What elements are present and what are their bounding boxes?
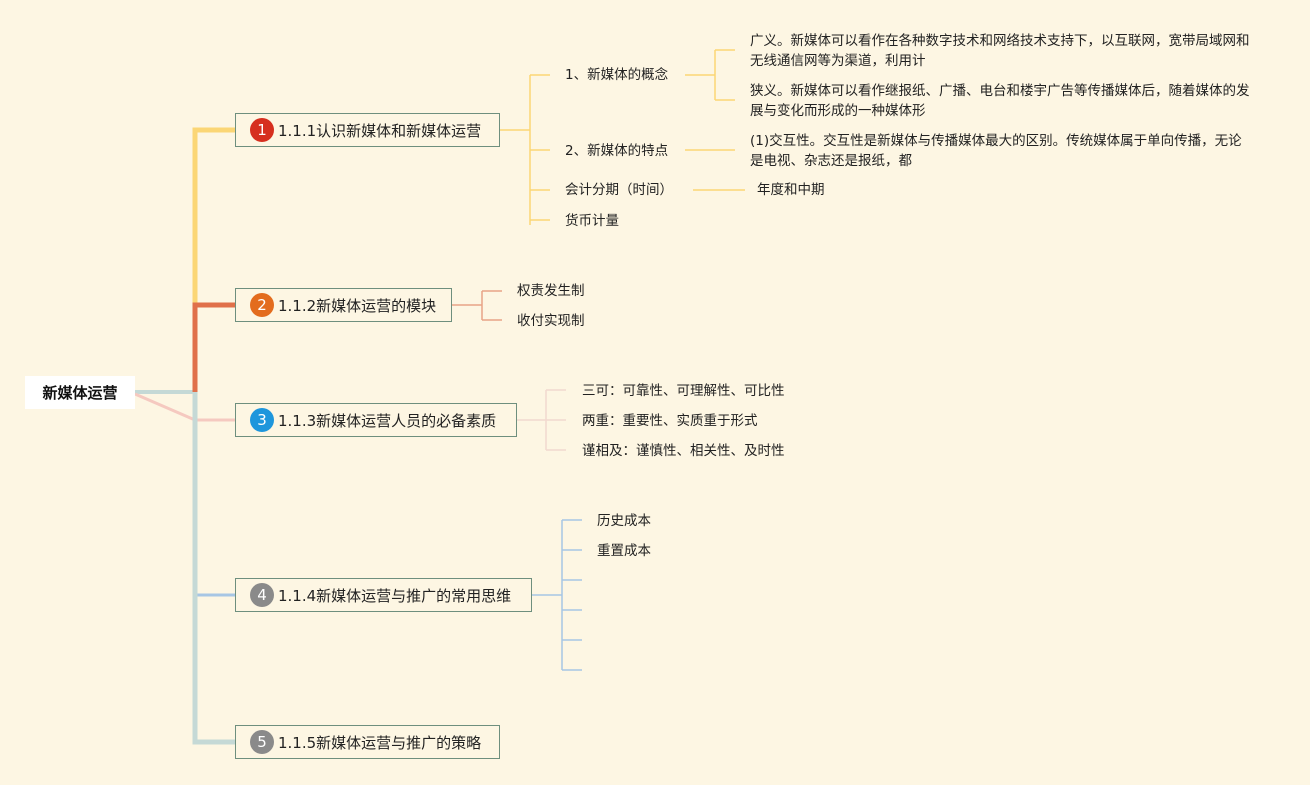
badge-4: 4 — [250, 583, 274, 607]
leaf-prudence[interactable]: 谨相及：谨慎性、相关性、及时性 — [582, 443, 785, 459]
badge-5: 5 — [250, 730, 274, 754]
detail-narrow[interactable]: 狭义。新媒体可以看作继报纸、广播、电台和楼宇广告等传播媒体后，随着媒体的发展与变… — [750, 83, 1250, 119]
connector-topic-4 — [193, 392, 235, 597]
topic-4[interactable]: 4 1.1.4新媒体运营与推广的常用思维 — [235, 578, 532, 612]
topic-3[interactable]: 3 1.1.3新媒体运营人员的必备素质 — [235, 403, 517, 437]
topic-5-label: 1.1.5新媒体运营与推广的策略 — [278, 733, 482, 752]
leaf-replacement-cost[interactable]: 重置成本 — [597, 543, 651, 559]
connector-topic-5 — [192, 392, 235, 745]
leaf-two-important[interactable]: 两重：重要性、实质重于形式 — [582, 413, 758, 429]
topic-3-label: 1.1.3新媒体运营人员的必备素质 — [278, 411, 497, 430]
topic-2-label: 1.1.2新媒体运营的模块 — [278, 296, 437, 315]
topic-5[interactable]: 5 1.1.5新媒体运营与推广的策略 — [235, 725, 500, 759]
topic-4-label: 1.1.4新媒体运营与推广的常用思维 — [278, 586, 512, 605]
badge-3: 3 — [250, 408, 274, 432]
root-label: 新媒体运营 — [42, 384, 118, 402]
badge-2: 2 — [250, 293, 274, 317]
subtopic-concept[interactable]: 1、新媒体的概念 — [565, 67, 669, 83]
connector-topic-2 — [192, 302, 235, 392]
detail-annual-interim[interactable]: 年度和中期 — [757, 182, 825, 198]
connector-topic-1 — [192, 127, 235, 392]
root-node[interactable]: 新媒体运营 — [25, 376, 135, 409]
detail-broad[interactable]: 广义。新媒体可以看作在各种数字技术和网络技术支持下，以互联网，宽带局域网和无线通… — [750, 33, 1250, 69]
topic-1[interactable]: 1 1.1.1认识新媒体和新媒体运营 — [235, 113, 500, 147]
leaf-historical-cost[interactable]: 历史成本 — [597, 513, 651, 529]
detail-interactivity[interactable]: (1)交互性。交互性是新媒体与传播媒体最大的区别。传统媒体属于单向传播，无论是电… — [750, 133, 1242, 169]
badge-1: 1 — [250, 118, 274, 142]
leaf-three-can[interactable]: 三可：可靠性、可理解性、可比性 — [582, 383, 785, 399]
subtopic-monetary[interactable]: 货币计量 — [565, 213, 619, 229]
leaf-accrual[interactable]: 权责发生制 — [517, 283, 585, 299]
subtopic-accounting-period[interactable]: 会计分期（时间） — [565, 182, 673, 198]
connector-topic-3 — [134, 392, 235, 422]
topic-2[interactable]: 2 1.1.2新媒体运营的模块 — [235, 288, 452, 322]
subtopic-features[interactable]: 2、新媒体的特点 — [565, 143, 669, 159]
topic-1-label: 1.1.1认识新媒体和新媒体运营 — [278, 121, 482, 140]
leaf-cash-basis[interactable]: 收付实现制 — [517, 313, 585, 329]
